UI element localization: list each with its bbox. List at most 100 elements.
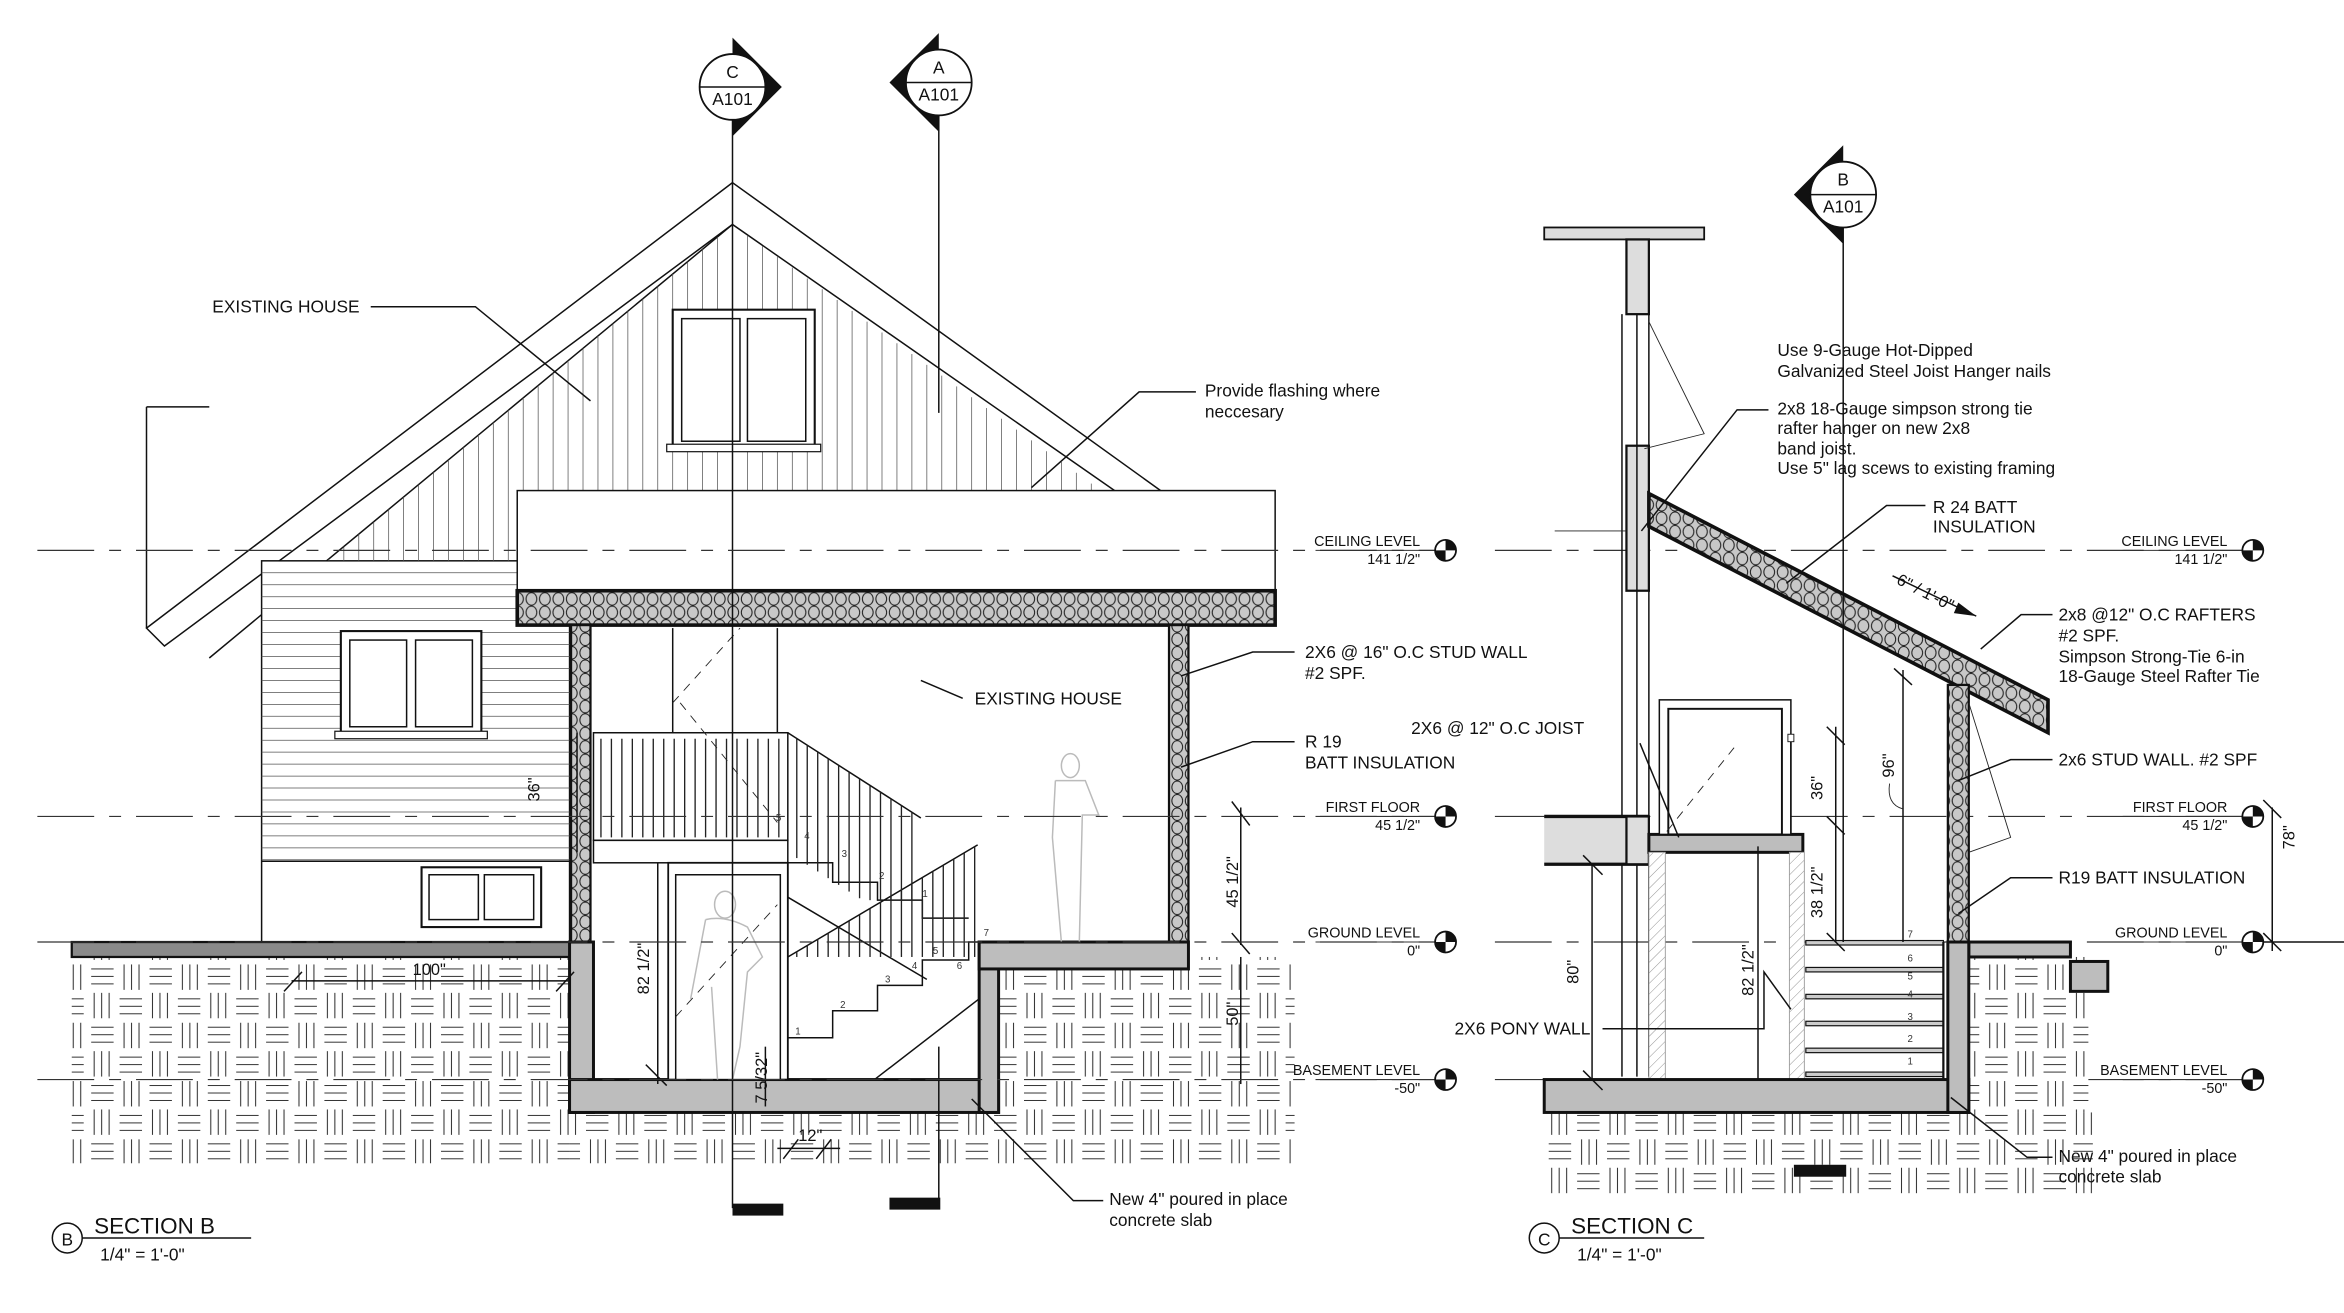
level-target-quadrant (2242, 1079, 2253, 1091)
section-cut-bar (1793, 1164, 1847, 1177)
marker-letter: C (726, 62, 739, 82)
level-target-quadrant (2252, 539, 2264, 551)
stair-number: 5 (933, 946, 938, 957)
section-marker-a[interactable]: A A101 (889, 33, 973, 132)
level-marker-ceiling: CEILING LEVEL 141 1/2" (1314, 534, 1457, 568)
joist-c (1647, 832, 1805, 854)
callout-existing-house: EXISTING HOUSE (212, 297, 359, 317)
level-value: -50" (2202, 1081, 2228, 1097)
callout-hanger: band joist. (1777, 439, 1856, 459)
level-name: CEILING LEVEL (2121, 534, 2227, 550)
callouts-c: Use 9-Gauge Hot-Dipped Galvanized Steel … (1411, 340, 2260, 1187)
stair-number: 4 (912, 961, 918, 972)
ground-band-left (70, 940, 573, 959)
step-box-c (2068, 959, 2110, 993)
level-value: 0" (2214, 943, 2227, 959)
level-name: BASEMENT LEVEL (2100, 1063, 2227, 1079)
callouts-b: EXISTING HOUSE Provide flashing where ne… (212, 297, 1528, 1230)
callout-hanger: Use 5" lag scews to existing framing (1777, 458, 2055, 478)
callout-slab: concrete slab (1109, 1210, 1212, 1230)
left-stud-wall (569, 623, 592, 944)
level-target-quadrant (1435, 1079, 1446, 1091)
marker-sheet: A101 (712, 89, 752, 109)
pony-wall (1648, 851, 1666, 1081)
stair-number: 1 (795, 1027, 800, 1038)
level-value: 45 1/2" (2182, 818, 2227, 834)
callout-slab: New 4" poured in place (1109, 1189, 1288, 1209)
level-value: 0" (1407, 943, 1420, 959)
callout-rafters: #2 SPF. (2058, 626, 2119, 646)
callout-r24: R 24 BATT (1933, 497, 2018, 517)
level-name: CEILING LEVEL (1314, 534, 1420, 550)
level-value: 141 1/2" (2174, 552, 2227, 568)
basement-window (420, 866, 543, 929)
section-marker-c[interactable]: C A101 (698, 37, 782, 137)
stair-number: 1 (1907, 1057, 1912, 1068)
level-target-quadrant (2252, 931, 2264, 943)
stair-tread (1805, 1047, 1944, 1054)
section-scale: 1/4" = 1'-0" (1577, 1244, 1662, 1264)
earth-hatch-left (71, 956, 570, 1164)
level-name: GROUND LEVEL (1308, 926, 1420, 942)
stair-number: 1 (922, 889, 927, 900)
callout-stud-wall: #2 SPF. (1305, 663, 1366, 683)
section-tag: B (61, 1229, 73, 1249)
stair-tread (1805, 993, 1944, 1000)
callout-nails: Use 9-Gauge Hot-Dipped (1777, 340, 1973, 360)
stair-number: 3 (885, 974, 890, 985)
callout-existing-house: EXISTING HOUSE (975, 688, 1122, 708)
dimension-label: 80" (1565, 960, 1583, 984)
callout-rafters: Simpson Strong-Tie 6-in (2058, 646, 2244, 666)
level-target-quadrant (2242, 816, 2253, 827)
stair-number: 6 (957, 961, 962, 972)
callout-joist: 2X6 @ 12" O.C JOIST (1411, 718, 1584, 738)
dimension-label: 7 5/32" (753, 1052, 771, 1104)
callout-slab-c: concrete slab (2058, 1167, 2161, 1187)
basement-slab-c (1542, 1078, 1971, 1114)
dimension-label: 50" (1224, 1001, 1242, 1025)
earth-hatch-c (1544, 1112, 2093, 1197)
callout-hanger: rafter hanger on new 2x8 (1777, 418, 1970, 438)
section-title: SECTION C (1571, 1214, 1693, 1239)
earth-hatch-c-right (1968, 956, 2089, 1113)
callout-rafters: 2x8 @12" O.C RAFTERS (2058, 605, 2255, 625)
stair-number: 4 (1907, 989, 1913, 1000)
level-target-quadrant (1435, 942, 1446, 953)
marker-letter: B (1837, 170, 1849, 190)
level-name: BASEMENT LEVEL (1293, 1063, 1420, 1079)
level-target-quadrant (1445, 539, 1457, 551)
callout-hanger: 2x8 18-Gauge simpson strong tie (1777, 398, 2032, 418)
dimension-label: 36" (526, 777, 544, 801)
level-target-quadrant (2242, 942, 2253, 953)
slope-label: 6" / 1'-0" (1894, 571, 1957, 615)
stair-number: 2 (879, 871, 884, 882)
section-marker-b[interactable]: B A101 (1793, 145, 1877, 244)
callout-rafters: 18-Gauge Steel Rafter Tie (2058, 666, 2259, 686)
foundation-wall-c (1946, 940, 1971, 1114)
callout-r24: INSULATION (1933, 516, 2036, 536)
section-b: 1 2 3 4 5 1 2 3 4 5 6 7 C A101 (51, 33, 1528, 1264)
level-value: 141 1/2" (1367, 552, 1420, 568)
side-window (334, 630, 488, 740)
stair-tread (1805, 966, 1944, 973)
dimension-label: 45 1/2" (1224, 856, 1242, 908)
marker-sheet: A101 (1823, 197, 1863, 217)
stair-number: 3 (842, 849, 847, 860)
dimension-label: 38 1/2" (1808, 866, 1826, 918)
dimensions-b: 36" 45 1/2" 50" 82 1/2" 7 5/32" 100" 12" (283, 732, 1251, 1160)
callout-flashing: neccesary (1205, 401, 1284, 421)
existing-top-beam (1543, 226, 1706, 241)
dimension-label: 82 1/2" (1740, 944, 1758, 996)
dimension-label: 12" (798, 1127, 822, 1145)
level-target-quadrant (2252, 1069, 2264, 1080)
existing-post (1625, 238, 1650, 316)
right-stud-wall (1167, 623, 1190, 944)
level-marker-basement: BASEMENT LEVEL -50" (2100, 1063, 2265, 1097)
stair-number: 4 (804, 831, 810, 842)
